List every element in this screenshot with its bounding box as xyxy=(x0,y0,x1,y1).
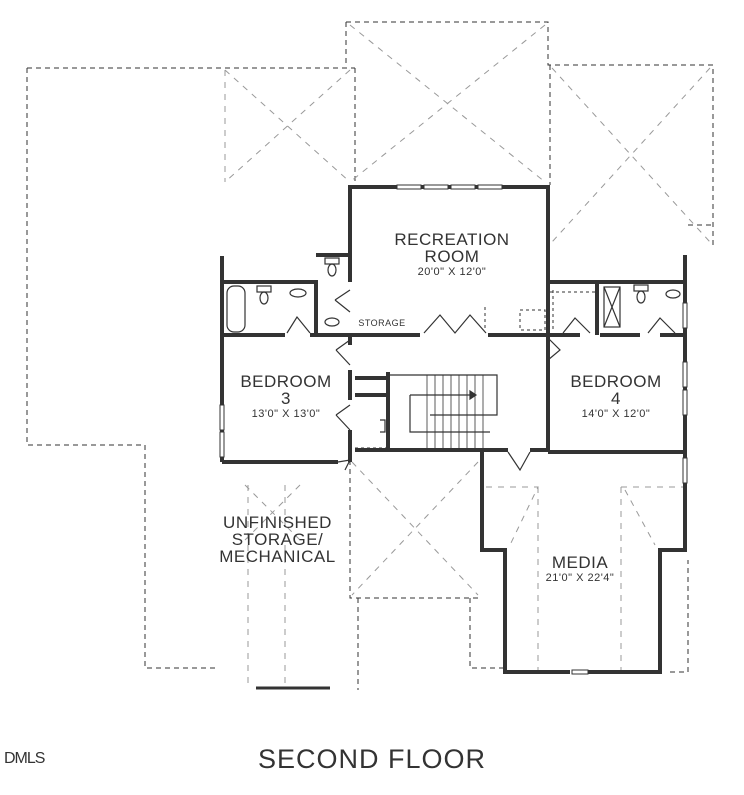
media-label: MEDIA 21'0" X 22'4" xyxy=(530,554,630,584)
roof-diagonals xyxy=(224,24,711,685)
recreation-room-name-2: ROOM xyxy=(424,247,480,266)
unfinished-line-1: UNFINISHED xyxy=(223,513,332,532)
unfinished-line-2: STORAGE/ xyxy=(231,530,324,549)
media-dims: 21'0" X 22'4" xyxy=(545,572,615,584)
unfinished-storage-label: UNFINISHED STORAGE/ MECHANICAL xyxy=(205,514,350,565)
recreation-room-label: RECREATION ROOM 20'0" X 12'0" xyxy=(372,231,532,278)
bedroom-3-name-2: 3 xyxy=(281,389,291,408)
media-name: MEDIA xyxy=(551,553,609,572)
bedroom-4-dims: 14'0" X 12'0" xyxy=(581,408,651,420)
fixtures xyxy=(226,257,681,472)
bedroom-3-dims: 13'0" X 13'0" xyxy=(251,408,321,420)
walls xyxy=(220,185,687,690)
windows xyxy=(219,184,688,675)
recreation-room-dims: 20'0" X 12'0" xyxy=(417,266,487,278)
unfinished-line-3: MECHANICAL xyxy=(219,547,336,566)
bedroom-4-name-1: BEDROOM xyxy=(570,372,662,391)
storage-label: STORAGE xyxy=(358,318,406,328)
floor-title: SECOND FLOOR xyxy=(257,744,487,774)
bedroom-4-name-2: 4 xyxy=(611,389,621,408)
dashed-details xyxy=(355,290,597,449)
bedroom-3-label: BEDROOM 3 13'0" X 13'0" xyxy=(224,373,348,420)
bedroom-3-name-1: BEDROOM xyxy=(240,372,332,391)
dmls-logo: DMLS xyxy=(4,750,45,767)
bedroom-4-label: BEDROOM 4 14'0" X 12'0" xyxy=(555,373,677,420)
roof-outlines xyxy=(26,21,714,690)
recreation-room-name-1: RECREATION xyxy=(394,230,510,249)
